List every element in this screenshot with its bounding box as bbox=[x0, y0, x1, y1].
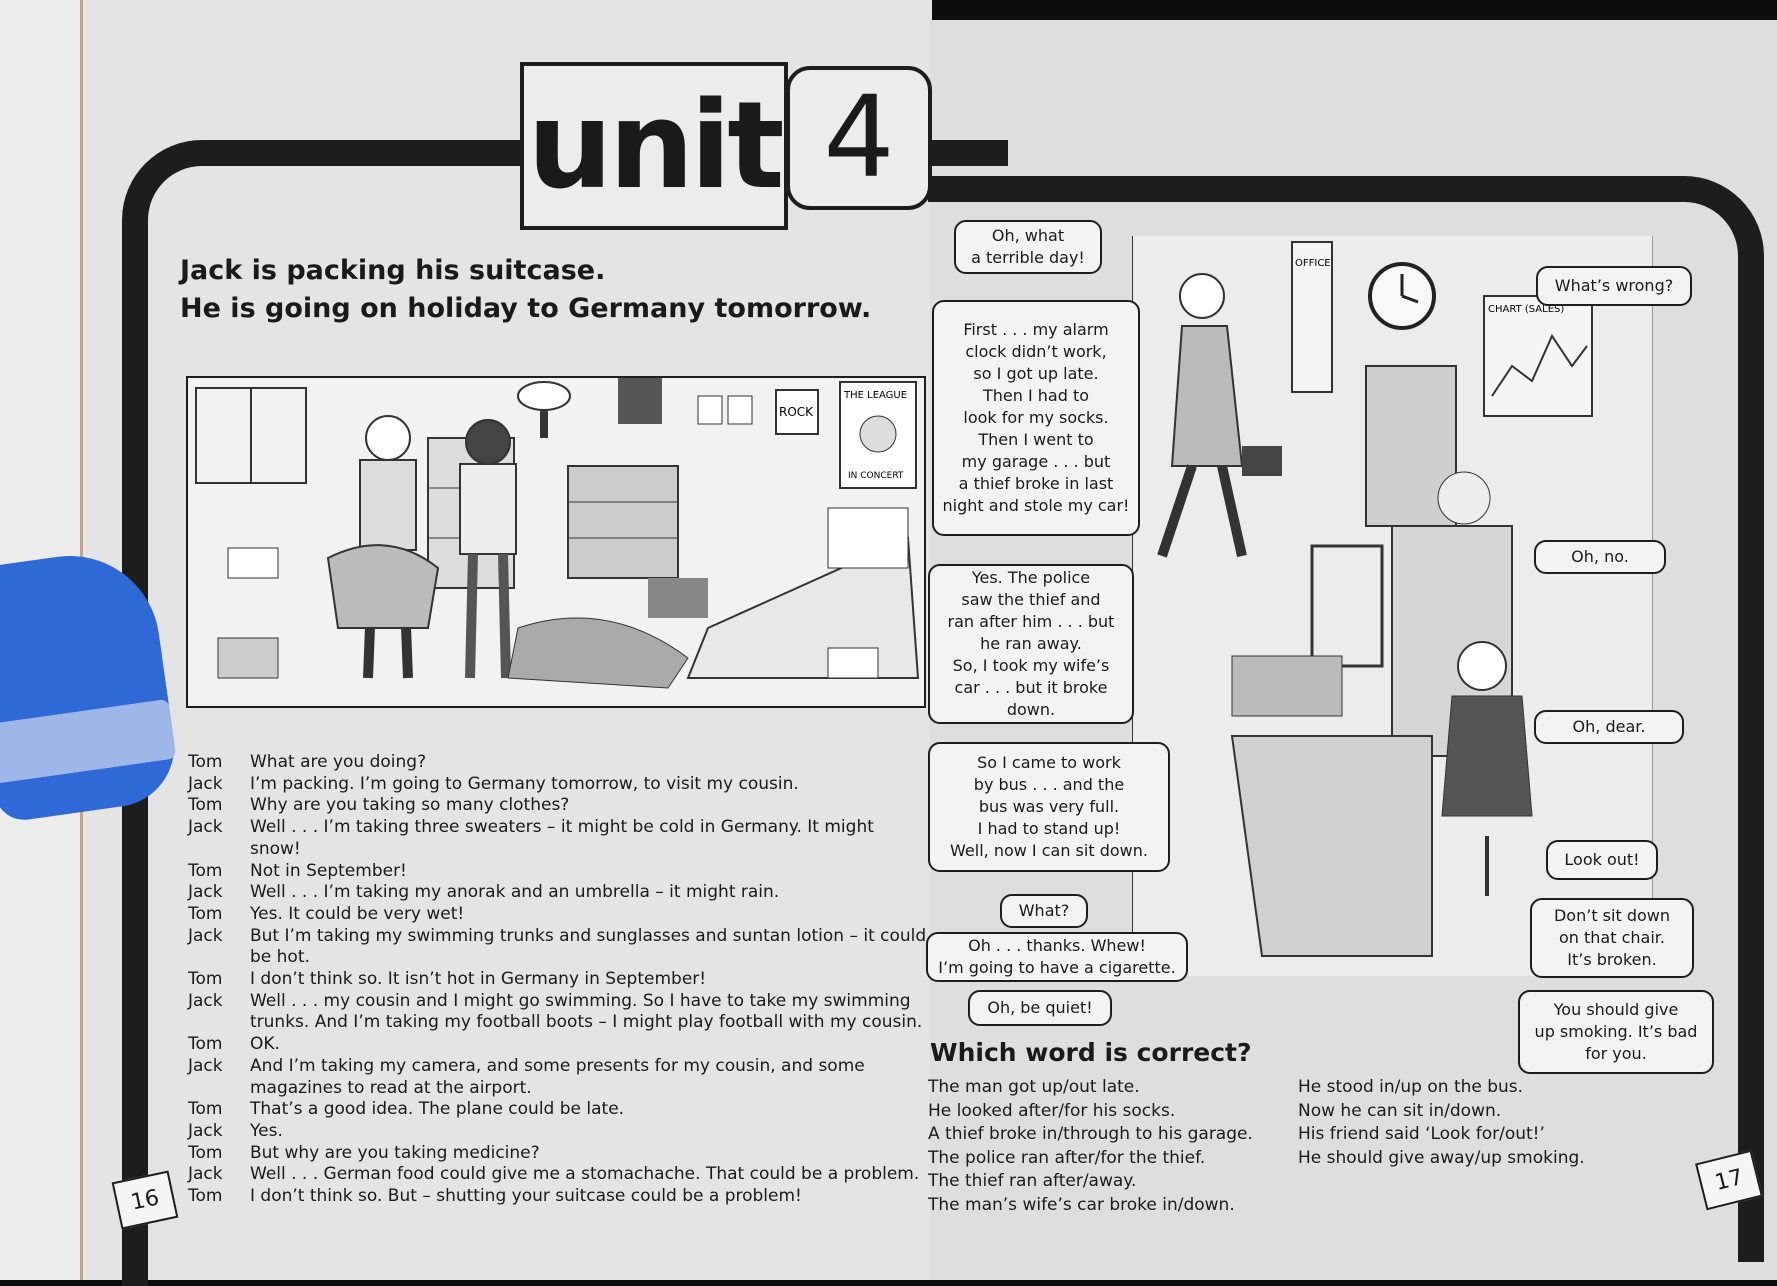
speaker: Tom bbox=[188, 969, 223, 990]
dialogue-line: Jack Well . . . I’m taking three sweaters… bbox=[188, 817, 928, 860]
exercise-column-2: He stood in/up on the bus. Now he can si… bbox=[1298, 1076, 1585, 1170]
speaker: Jack bbox=[188, 882, 223, 903]
dialogue-line: Tom But why are you taking medicine? bbox=[188, 1143, 928, 1165]
line-text: And I’m taking my camera, and some prese… bbox=[250, 1055, 865, 1098]
dialogue-line: Tom What are you doing? bbox=[188, 752, 928, 774]
speaker: Tom bbox=[188, 1186, 223, 1207]
line-text: Yes. bbox=[250, 1120, 283, 1141]
speaker: Jack bbox=[188, 925, 223, 946]
speech-bubble: Look out! bbox=[1546, 840, 1658, 880]
dialogue-line: Tom I don’t think so. It isn’t hot in Ger… bbox=[188, 969, 928, 991]
speech-bubble: Yes. The police saw the thief and ran af… bbox=[928, 564, 1134, 724]
line-text: Yes. It could be very wet! bbox=[250, 903, 465, 924]
line-text: I don’t think so. But – shutting your su… bbox=[250, 1186, 802, 1207]
line-text: Why are you taking so many clothes? bbox=[250, 795, 570, 816]
exercise-item: He stood in/up on the bus. bbox=[1298, 1077, 1524, 1097]
speaker: Tom bbox=[188, 795, 223, 816]
headline-line: Jack is packing his suitcase. bbox=[180, 255, 606, 286]
speaker: Jack bbox=[188, 1164, 223, 1185]
dialogue-line: Tom OK. bbox=[188, 1034, 928, 1056]
poster-rock: ROCK bbox=[779, 405, 814, 419]
headline-line: He is going on holiday to Germany tomorr… bbox=[180, 293, 872, 324]
speaker: Tom bbox=[188, 1034, 223, 1055]
page-headline: Jack is packing his suitcase. He is goin… bbox=[180, 252, 871, 328]
speech-bubble: Don’t sit down on that chair. It’s broke… bbox=[1530, 898, 1694, 978]
office-illustration: OFFICE CHART (SALES) bbox=[1131, 236, 1653, 976]
dialogue: Tom What are you doing? Jack I’m packing. … bbox=[188, 752, 928, 1208]
unit-number: 4 bbox=[786, 66, 932, 210]
speaker: Jack bbox=[188, 817, 223, 838]
dialogue-line: Jack Yes. bbox=[188, 1121, 928, 1143]
dialogue-line: Jack Well . . . German food could give me… bbox=[188, 1164, 928, 1186]
exercise-column-1: The man got up/out late. He looked after… bbox=[928, 1076, 1253, 1217]
line-text: But I’m taking my swimming trunks and su… bbox=[250, 925, 927, 968]
line-text: OK. bbox=[250, 1034, 280, 1055]
exercise-title: Which word is correct? bbox=[930, 1038, 1252, 1067]
dialogue-line: Tom That’s a good idea. The plane could b… bbox=[188, 1099, 928, 1121]
dialogue-line: Tom I don’t think so. But – shutting your… bbox=[188, 1186, 928, 1208]
exercise-item: He looked after/for his socks. bbox=[928, 1100, 1176, 1121]
dialogue-line: Jack But I’m taking my swimming trunks an… bbox=[188, 926, 928, 969]
exercise-item: His friend said ‘Look for/out!’ bbox=[1298, 1124, 1545, 1144]
dialogue-line: Jack Well . . . my cousin and I might go … bbox=[188, 991, 928, 1034]
speaker: Tom bbox=[188, 1142, 223, 1163]
right-page-frame bbox=[928, 176, 1764, 1262]
speaker: Tom bbox=[188, 752, 223, 772]
dialogue-line: Jack I’m packing. I’m going to Germany to… bbox=[188, 774, 928, 796]
bedroom-illustration: ROCK THE LEAGUE IN CONCERT bbox=[186, 376, 926, 708]
exercise-item: The police ran after/for the thief. bbox=[928, 1147, 1206, 1168]
speech-bubble: What’s wrong? bbox=[1536, 266, 1692, 306]
line-text: Well . . . I’m taking three sweaters – i… bbox=[250, 817, 874, 859]
speech-bubble: First . . . my alarm clock didn’t work, … bbox=[932, 300, 1140, 536]
speech-bubble: What? bbox=[1000, 894, 1088, 928]
speaker: Tom bbox=[188, 1099, 223, 1120]
exercise-item: A thief broke in/through to his garage. bbox=[928, 1124, 1253, 1144]
line-text: That’s a good idea. The plane could be l… bbox=[250, 1099, 625, 1120]
speaker: Jack bbox=[188, 1120, 223, 1141]
unit-title: unit bbox=[520, 62, 788, 230]
dialogue-line: Tom Yes. It could be very wet! bbox=[188, 904, 928, 926]
dialogue-line: Jack Well . . . I’m taking my anorak and … bbox=[188, 882, 928, 904]
exercise-item: Now he can sit in/down. bbox=[1298, 1100, 1502, 1121]
line-text: I don’t think so. It isn’t hot in German… bbox=[250, 969, 707, 990]
speaker: Tom bbox=[188, 860, 223, 881]
speech-bubble: You should give up smoking. It’s bad for… bbox=[1518, 990, 1714, 1074]
speech-bubble: So I came to work by bus . . . and the b… bbox=[928, 742, 1170, 872]
line-text: But why are you taking medicine? bbox=[250, 1142, 540, 1163]
speaker: Jack bbox=[188, 1055, 223, 1076]
chart-label: CHART (SALES) bbox=[1488, 304, 1564, 315]
speech-bubble: Oh, dear. bbox=[1534, 710, 1684, 744]
exercise-item: The man got up/out late. bbox=[928, 1077, 1140, 1097]
exercise-item: The man’s wife’s car broke in/down. bbox=[928, 1194, 1235, 1215]
exercise-item: The thief ran after/away. bbox=[928, 1171, 1137, 1191]
speaker: Jack bbox=[188, 773, 223, 794]
line-text: Well . . . German food could give me a s… bbox=[250, 1164, 920, 1185]
dialogue-line: Tom Not in September! bbox=[188, 861, 928, 883]
bedroom-drawing: ROCK THE LEAGUE IN CONCERT bbox=[188, 378, 924, 706]
speech-bubble: Oh, no. bbox=[1534, 540, 1666, 574]
line-text: Not in September! bbox=[250, 860, 407, 881]
speaker: Tom bbox=[188, 903, 223, 924]
speech-bubble: Oh, be quiet! bbox=[968, 990, 1112, 1026]
speech-bubble: Oh, what a terrible day! bbox=[954, 220, 1102, 274]
line-text: I’m packing. I’m going to Germany tomorr… bbox=[250, 773, 799, 794]
speech-bubble: Oh . . . thanks. Whew! I’m going to have… bbox=[926, 932, 1188, 982]
dialogue-line: Jack And I’m taking my camera, and some p… bbox=[188, 1056, 928, 1099]
poster-concert: IN CONCERT bbox=[848, 471, 904, 481]
exercise-item: He should give away/up smoking. bbox=[1298, 1147, 1585, 1168]
line-text: Well . . . I’m taking my anorak and an u… bbox=[250, 882, 780, 903]
line-text: What are you doing? bbox=[250, 752, 427, 772]
office-sign: OFFICE bbox=[1295, 258, 1331, 269]
line-text: Well . . . my cousin and I might go swim… bbox=[250, 990, 923, 1033]
speaker: Jack bbox=[188, 990, 223, 1011]
dialogue-line: Tom Why are you taking so many clothes? bbox=[188, 795, 928, 817]
poster-league: THE LEAGUE bbox=[843, 390, 907, 401]
